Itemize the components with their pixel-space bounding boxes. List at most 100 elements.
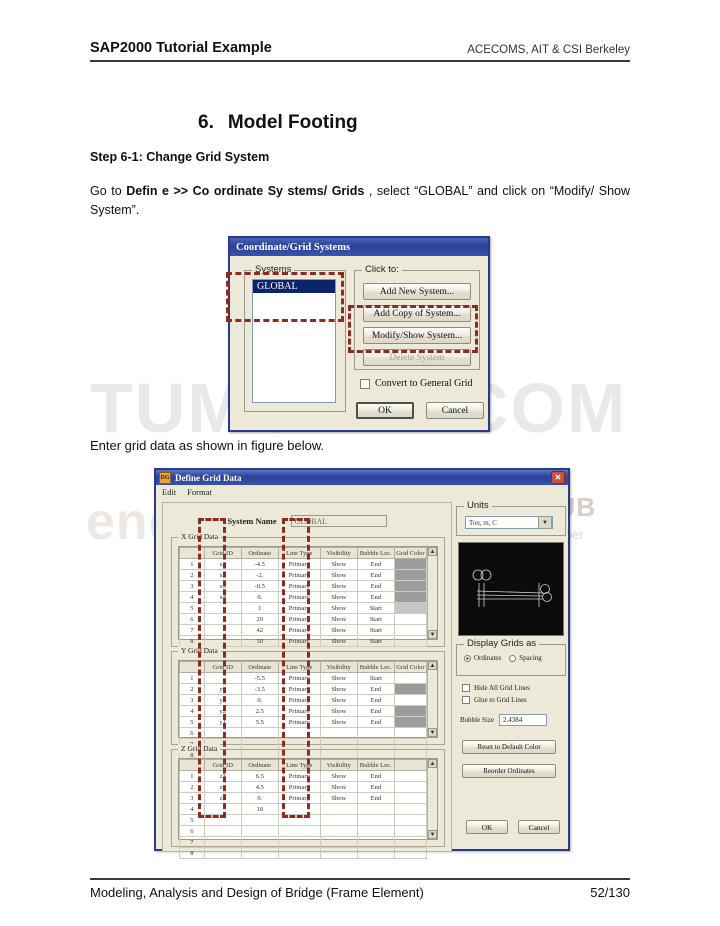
table-row[interactable]: 8 [179, 847, 428, 859]
line-type-cell[interactable] [277, 814, 321, 826]
x-grid-scrollbar[interactable]: ▲ ▼ [427, 547, 437, 639]
bubble-loc-cell[interactable]: Start [356, 602, 395, 614]
units-dropdown[interactable]: Ton, m, C ▼ [465, 516, 553, 529]
bubble-loc-cell[interactable]: End [356, 569, 395, 581]
line-type-cell[interactable]: Primary [277, 781, 321, 793]
grid-cancel-button[interactable]: Cancel [518, 820, 560, 834]
checkbox-box-icon[interactable] [462, 684, 470, 692]
ordinate-cell[interactable] [240, 836, 279, 848]
visibility-cell[interactable]: Show [319, 591, 358, 603]
grid-id-cell[interactable]: x3 [203, 580, 242, 592]
bubble-loc-cell[interactable] [356, 814, 395, 826]
visibility-cell[interactable]: Show [319, 672, 358, 684]
checkbox-box-icon[interactable] [462, 696, 470, 704]
visibility-cell[interactable]: Show [319, 558, 358, 570]
rownum-cell[interactable]: 5 [179, 814, 205, 826]
rownum-cell[interactable]: 7 [179, 624, 205, 636]
grid-color-cell[interactable] [393, 727, 428, 739]
grid-id-cell[interactable] [203, 836, 242, 848]
coordinate-grid-systems-dialog[interactable]: Coordinate/Grid Systems Systems GLOBAL C… [228, 236, 490, 432]
line-type-cell[interactable] [277, 738, 321, 750]
ordinate-cell[interactable]: 20 [240, 613, 279, 625]
ordinate-cell[interactable]: 1 [240, 602, 279, 614]
ok-button[interactable]: OK [356, 402, 414, 419]
visibility-cell[interactable]: Show [319, 781, 358, 793]
visibility-cell[interactable]: Show [319, 792, 358, 804]
z-grid-table[interactable]: Grid ID Ordinate Line Type Visibility Bu… [179, 759, 428, 859]
line-type-cell[interactable]: Primary [277, 558, 321, 570]
line-type-cell[interactable]: Primary [277, 694, 321, 706]
scroll-up-icon[interactable]: ▲ [428, 759, 437, 768]
grid-color-cell[interactable] [393, 836, 428, 848]
bubble-loc-cell[interactable]: End [356, 792, 395, 804]
rownum-cell[interactable]: 1 [179, 558, 205, 570]
line-type-cell[interactable]: Primary [277, 683, 321, 695]
grid-color-cell[interactable] [393, 602, 428, 614]
rownum-cell[interactable]: 2 [179, 569, 205, 581]
grid-id-cell[interactable] [203, 635, 242, 647]
table-row[interactable]: 5 [179, 814, 428, 826]
rownum-cell[interactable]: 6 [179, 825, 205, 837]
grid-id-cell[interactable] [203, 825, 242, 837]
bubble-loc-cell[interactable]: End [356, 716, 395, 728]
grid-id-cell[interactable]: y1 [203, 716, 242, 728]
bubble-loc-cell[interactable]: End [356, 558, 395, 570]
ordinate-cell[interactable] [240, 847, 279, 859]
hide-all-grid-lines-checkbox[interactable]: Hide All Grid Lines [462, 684, 530, 692]
visibility-cell[interactable]: Show [319, 635, 358, 647]
grid-color-cell[interactable] [393, 580, 428, 592]
line-type-cell[interactable]: Primary [277, 635, 321, 647]
line-type-cell[interactable] [277, 836, 321, 848]
add-copy-of-system-button[interactable]: Add Copy of System... [363, 305, 471, 322]
add-new-system-button[interactable]: Add New System... [363, 283, 471, 300]
grid-id-cell[interactable]: z3 [203, 770, 242, 782]
ordinate-cell[interactable]: 6.5 [240, 770, 279, 782]
grid-id-cell[interactable]: x4 [203, 591, 242, 603]
grid-color-cell[interactable] [393, 792, 428, 804]
ordinate-cell[interactable]: 42 [240, 624, 279, 636]
grid-id-cell[interactable]: z2 [203, 781, 242, 793]
bubble-loc-cell[interactable]: End [356, 591, 395, 603]
ordinate-cell[interactable]: -2. [240, 569, 279, 581]
reset-to-default-color-button[interactable]: Reset to Default Color [462, 740, 556, 754]
visibility-cell[interactable] [319, 814, 358, 826]
grid-id-cell[interactable]: y3 [203, 694, 242, 706]
grid-id-cell[interactable]: x1 [203, 558, 242, 570]
grid-color-cell[interactable] [393, 803, 428, 815]
systems-list[interactable]: GLOBAL [252, 279, 336, 403]
ordinate-cell[interactable]: -5.5 [240, 672, 279, 684]
ordinate-cell[interactable]: 50 [240, 635, 279, 647]
grid-color-cell[interactable] [393, 558, 428, 570]
visibility-cell[interactable] [319, 847, 358, 859]
bubble-loc-cell[interactable]: End [356, 694, 395, 706]
line-type-cell[interactable]: Primary [277, 792, 321, 804]
grid-color-cell[interactable] [393, 847, 428, 859]
rownum-cell[interactable]: 4 [179, 803, 205, 815]
y-grid-scrollbar[interactable]: ▲ ▼ [427, 661, 437, 737]
scroll-down-icon[interactable]: ▼ [428, 830, 437, 839]
radio-off-icon[interactable] [509, 654, 517, 662]
visibility-cell[interactable]: Show [319, 569, 358, 581]
grid-preview-viewport[interactable] [458, 542, 564, 636]
grid-color-cell[interactable] [393, 683, 428, 695]
grid-color-cell[interactable] [393, 672, 428, 684]
grid-id-cell[interactable] [203, 613, 242, 625]
ordinate-cell[interactable] [240, 727, 279, 739]
scroll-up-icon[interactable]: ▲ [428, 547, 437, 556]
chevron-down-icon[interactable]: ▼ [538, 516, 552, 529]
bubble-loc-cell[interactable]: End [356, 770, 395, 782]
visibility-cell[interactable] [319, 836, 358, 848]
line-type-cell[interactable]: Primary [277, 624, 321, 636]
line-type-cell[interactable]: Primary [277, 672, 321, 684]
grid-id-cell[interactable] [203, 727, 242, 739]
line-type-cell[interactable]: Primary [277, 770, 321, 782]
ordinate-cell[interactable]: 2.5 [240, 705, 279, 717]
bubble-loc-cell[interactable] [356, 727, 395, 739]
